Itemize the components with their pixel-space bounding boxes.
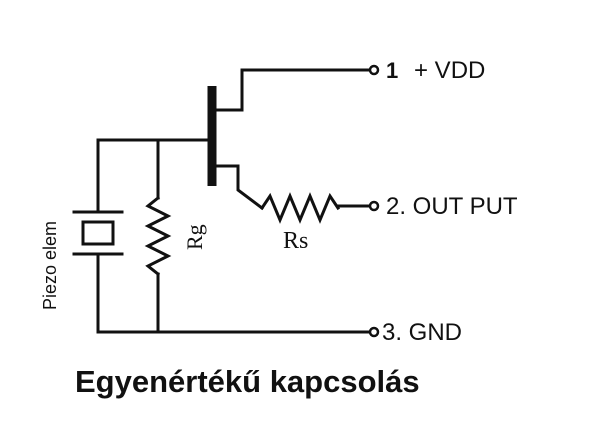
out-label: 2. OUT PUT bbox=[386, 193, 518, 220]
vdd-terminal bbox=[368, 64, 380, 76]
rs-resistor bbox=[259, 192, 341, 224]
source-wire bbox=[210, 164, 265, 211]
piezo-crystal bbox=[81, 220, 115, 246]
vdd-number-label: 1 bbox=[386, 58, 398, 83]
rg-resistor bbox=[144, 195, 172, 277]
rg-label: Rg bbox=[182, 224, 207, 250]
out-terminal bbox=[368, 200, 380, 212]
gnd-label: 3. GND bbox=[382, 319, 462, 346]
vdd-label: + VDD bbox=[414, 57, 485, 84]
rs-label: Rs bbox=[283, 228, 308, 254]
piezo-bottom-wire bbox=[96, 254, 160, 334]
gnd-terminal bbox=[368, 326, 380, 338]
caption: Egyenértékű kapcsolás bbox=[75, 364, 420, 399]
piezo-label: Piezo elem bbox=[40, 221, 60, 310]
vdd-wire bbox=[210, 68, 374, 112]
